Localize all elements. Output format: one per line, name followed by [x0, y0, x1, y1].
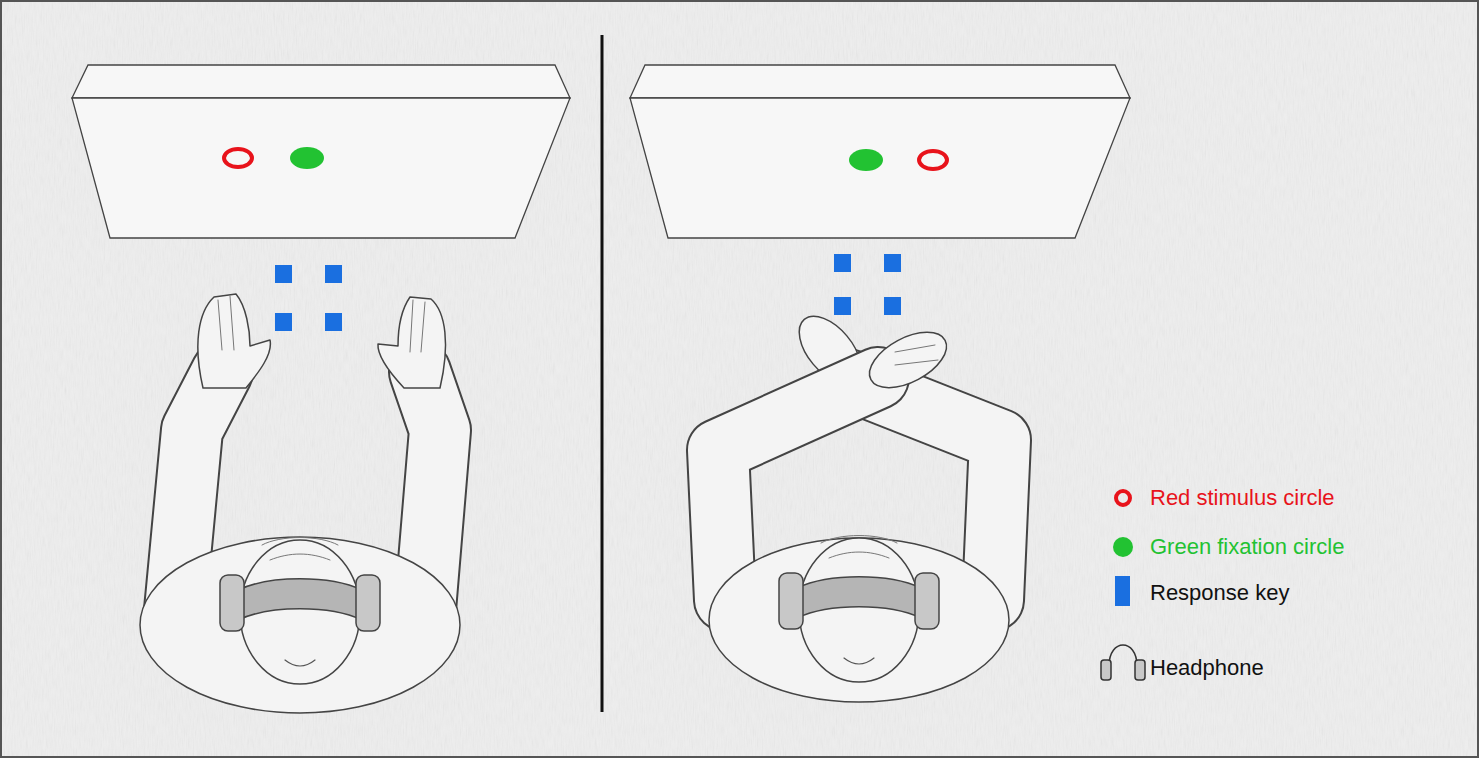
- red-stimulus: [919, 151, 947, 169]
- ear-cup: [356, 575, 380, 631]
- monitor: [72, 65, 570, 238]
- legend-label: Response key: [1150, 580, 1289, 606]
- monitor-face: [630, 98, 1130, 238]
- panel-divider: [601, 35, 604, 712]
- response-key: [275, 265, 292, 283]
- response-key: [275, 313, 292, 331]
- headphone-cup: [1135, 660, 1145, 680]
- legend-swatch: [1115, 576, 1130, 606]
- headband: [238, 579, 362, 620]
- monitor-top: [630, 65, 1130, 98]
- headphone-cup: [1101, 660, 1111, 680]
- legend-label: Green fixation circle: [1150, 534, 1344, 560]
- monitor-face: [72, 98, 570, 238]
- finger-lines: [410, 300, 425, 352]
- hair-lines: [821, 536, 897, 559]
- ear-cup: [915, 573, 939, 629]
- response-keys: [275, 265, 342, 331]
- hand: [378, 297, 446, 388]
- headphone-icon: [1101, 645, 1145, 680]
- headphone-band: [1109, 645, 1137, 666]
- red-stimulus: [224, 149, 252, 167]
- hand: [198, 294, 271, 388]
- ear-cup: [220, 575, 244, 631]
- torso: [709, 538, 1009, 702]
- face-line: [844, 658, 874, 664]
- response-keys: [834, 254, 901, 315]
- response-key: [325, 313, 342, 331]
- legend-label: Headphone: [1150, 655, 1264, 681]
- headband: [797, 577, 921, 618]
- response-key: [325, 265, 342, 283]
- response-key: [884, 297, 901, 315]
- legend-swatch: [1116, 491, 1130, 505]
- green-fixation: [849, 149, 883, 171]
- response-key: [834, 297, 851, 315]
- finger-lines: [218, 296, 234, 350]
- person-crossed: [709, 305, 1009, 702]
- response-key: [884, 254, 901, 272]
- legend: [1101, 491, 1145, 680]
- person-uncrossed: [140, 294, 460, 713]
- monitor: [630, 65, 1130, 238]
- monitor-top: [72, 65, 570, 98]
- hair-lines: [262, 538, 338, 561]
- torso: [140, 537, 460, 713]
- finger-lines: [895, 345, 938, 365]
- response-key: [834, 254, 851, 272]
- legend-swatch: [1113, 537, 1133, 557]
- hand: [861, 321, 956, 399]
- green-fixation: [290, 147, 324, 169]
- face-line: [285, 660, 315, 666]
- ear-cup: [779, 573, 803, 629]
- legend-label: Red stimulus circle: [1150, 485, 1335, 511]
